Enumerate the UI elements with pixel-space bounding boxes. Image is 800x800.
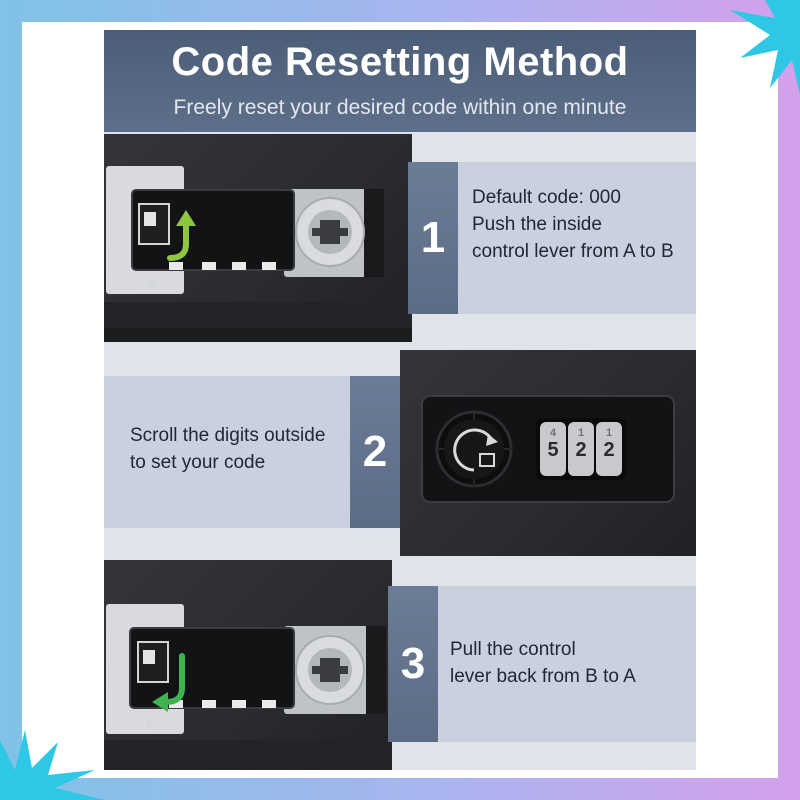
step-2-line-2: to set your code [130,452,266,473]
step-text-3: Pull the control lever back from B to A [450,636,636,690]
lever-mechanism-illustration [104,166,412,342]
step-card-3: 3 Pull the control lever back from B to … [388,586,696,742]
arrow-down-icon [152,653,185,712]
step-1-line-3: control lever from A to B [472,241,674,262]
lever-photo-step-1: A [104,134,412,342]
dial-3-above: 1 [605,427,613,439]
header-banner: Code Resetting Method Freely reset your … [104,30,696,132]
step-card-1: 1 Default code: 000 Push the inside cont… [408,162,696,314]
step-number-3: 3 [388,586,438,742]
splash-decoration-bottom-left [0,730,105,800]
step-1-line-2: Push the inside [472,214,602,235]
step-card-2: 2 Scroll the digits outside to set your … [104,376,400,528]
dial-2-digit[interactable]: 2 [575,439,587,461]
instruction-panel: Code Resetting Method Freely reset your … [104,30,696,770]
lever-label-b: B [146,718,154,730]
lever-mechanism-illustration-3 [104,604,392,770]
page-subtitle: Freely reset your desired code within on… [173,96,627,119]
step-text-2: Scroll the digits outside to set your co… [130,422,325,476]
step-number-1: 1 [408,162,458,314]
arrow-up-icon [167,210,196,261]
lever-photo-step-3: B [104,560,392,770]
dial-3-digit[interactable]: 2 [603,439,615,461]
step-2-line-1: Scroll the digits outside [130,425,326,446]
dial-1-digit[interactable]: 5 [547,439,559,461]
lever-label-a: A [148,278,156,290]
step-text-1: Default code: 000 Push the inside contro… [472,184,674,265]
step-3-line-1: Pull the control [450,639,576,660]
dial-2-above: 1 [577,427,585,439]
step-1-line-1: Default code: 000 [472,187,621,208]
lock-photo-step-2: 4 5 1 2 1 2 [400,350,696,556]
step-number-2: 2 [350,376,400,528]
dial-1-above: 4 [549,427,557,439]
combination-lock-illustration [421,395,675,503]
splash-decoration-top-right [730,0,800,95]
page-title: Code Resetting Method [171,40,629,84]
step-3-line-2: lever back from B to A [450,666,636,687]
